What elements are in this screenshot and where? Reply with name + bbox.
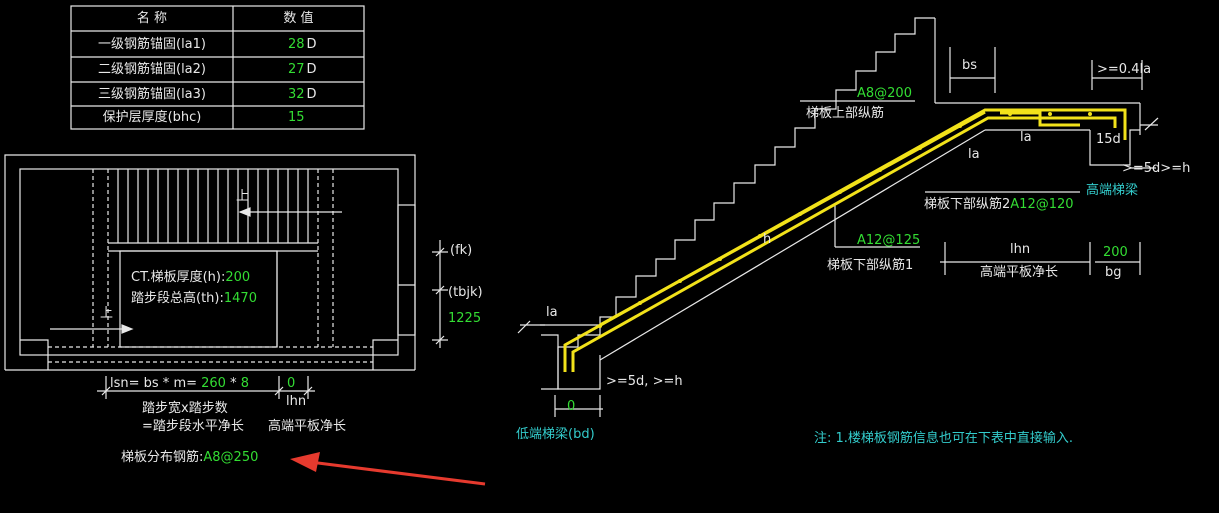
table-row-value[interactable]: 15 bbox=[288, 110, 305, 125]
times-symbol: * bbox=[230, 376, 237, 391]
up-label-bottom: 上 bbox=[100, 306, 114, 321]
distribution-rebar-label: 梯板分布钢筋: bbox=[121, 450, 204, 465]
up-label-top: 上 bbox=[236, 189, 250, 204]
la-dim-2: la bbox=[968, 147, 980, 162]
bottom-bar-2-input[interactable]: A12@120 bbox=[1010, 197, 1074, 212]
la-dim-1: la bbox=[1020, 130, 1032, 145]
table-row-name: 二级钢筋锚固(la2) bbox=[98, 62, 206, 77]
thickness-row: CT.梯板厚度(h):200 bbox=[131, 270, 250, 286]
top-bar-label: 梯板上部纵筋 bbox=[806, 106, 885, 121]
bottom-bar-2-label: 梯板下部纵筋2 bbox=[924, 197, 1011, 212]
bs-value-input[interactable]: 260 bbox=[201, 376, 226, 391]
rebar-table-grid bbox=[70, 5, 365, 130]
rebar-lines bbox=[563, 108, 1127, 372]
step-note-2: =踏步段水平净长 bbox=[142, 419, 244, 434]
height-row: 踏步段总高(th):1470 bbox=[131, 291, 257, 307]
right-frame-edge bbox=[1219, 0, 1221, 513]
tbjk-value-input[interactable]: 1225 bbox=[448, 311, 482, 326]
high-beam-label: 高端梯梁 bbox=[1086, 183, 1139, 198]
bg-value-input[interactable]: 200 bbox=[1103, 245, 1128, 260]
bottom-bar-2-row: 梯板下部纵筋2A12@120 bbox=[924, 197, 1074, 213]
top-bar-spec-input[interactable]: A8@200 bbox=[857, 86, 912, 101]
fk-label: (fk) bbox=[450, 243, 473, 258]
low-beam-label: 低端梯梁(bd) bbox=[516, 427, 595, 442]
rebar-dots bbox=[598, 112, 1092, 328]
15d-dim: 15d bbox=[1096, 132, 1121, 147]
distribution-rebar-input[interactable]: A8@250 bbox=[203, 450, 259, 465]
table-row-name: 三级钢筋锚固(la3) bbox=[98, 87, 206, 102]
lsn-formula: lsn= bs * m= 260 * 8 bbox=[110, 376, 249, 392]
distribution-rebar-row: 梯板分布钢筋:A8@250 bbox=[121, 450, 258, 466]
tbjk-label: (tbjk) bbox=[448, 285, 483, 300]
bs-dim-label: bs bbox=[962, 58, 978, 73]
step-note-1: 踏步宽x踏步数 bbox=[142, 401, 228, 416]
lhn-dim-label: lhn bbox=[1010, 242, 1031, 257]
bottom-bar-1-label: 梯板下部纵筋1 bbox=[827, 258, 914, 273]
m-value-input[interactable]: 8 bbox=[240, 376, 250, 391]
step-note-3: 高端平板净长 bbox=[268, 419, 347, 434]
thickness-value-input[interactable]: 200 bbox=[225, 270, 251, 285]
lhn-label: lhn bbox=[286, 394, 307, 409]
high-anchor-dim: >=0.4la bbox=[1097, 62, 1152, 77]
low-la-dim: la bbox=[546, 305, 558, 320]
lhn-value-input[interactable]: 0 bbox=[287, 376, 296, 391]
red-pointer-arrow-icon bbox=[290, 452, 486, 486]
table-row-name: 保护层厚度(bhc) bbox=[102, 110, 202, 125]
height-value-input[interactable]: 1470 bbox=[223, 291, 257, 306]
bottom-bar-1-input[interactable]: A12@125 bbox=[857, 233, 921, 248]
table-header-name: 名 称 bbox=[136, 11, 168, 26]
height-label: 踏步段总高(th): bbox=[131, 291, 224, 306]
thickness-label: CT.梯板厚度(h): bbox=[131, 270, 226, 285]
min-length-high: >=5d>=h bbox=[1122, 161, 1191, 176]
table-row-name: 一级钢筋锚固(la1) bbox=[98, 37, 206, 52]
high-flat-label: 高端平板净长 bbox=[980, 265, 1059, 280]
table-header-value: 数 值 bbox=[283, 11, 314, 26]
bg-label: bg bbox=[1105, 265, 1122, 280]
stair-section-outline bbox=[517, 17, 1159, 417]
bd-value-input[interactable]: 0 bbox=[567, 399, 576, 414]
input-hint-note: 注: 1.楼梯板钢筋信息也可在下表中直接输入. bbox=[814, 431, 1074, 446]
lsn-prefix: lsn= bs * m= bbox=[110, 376, 197, 391]
stair-plan-outline bbox=[4, 154, 448, 399]
h-dim-label: h bbox=[763, 232, 772, 247]
min-length-low: >=5d, >=h bbox=[606, 374, 683, 389]
